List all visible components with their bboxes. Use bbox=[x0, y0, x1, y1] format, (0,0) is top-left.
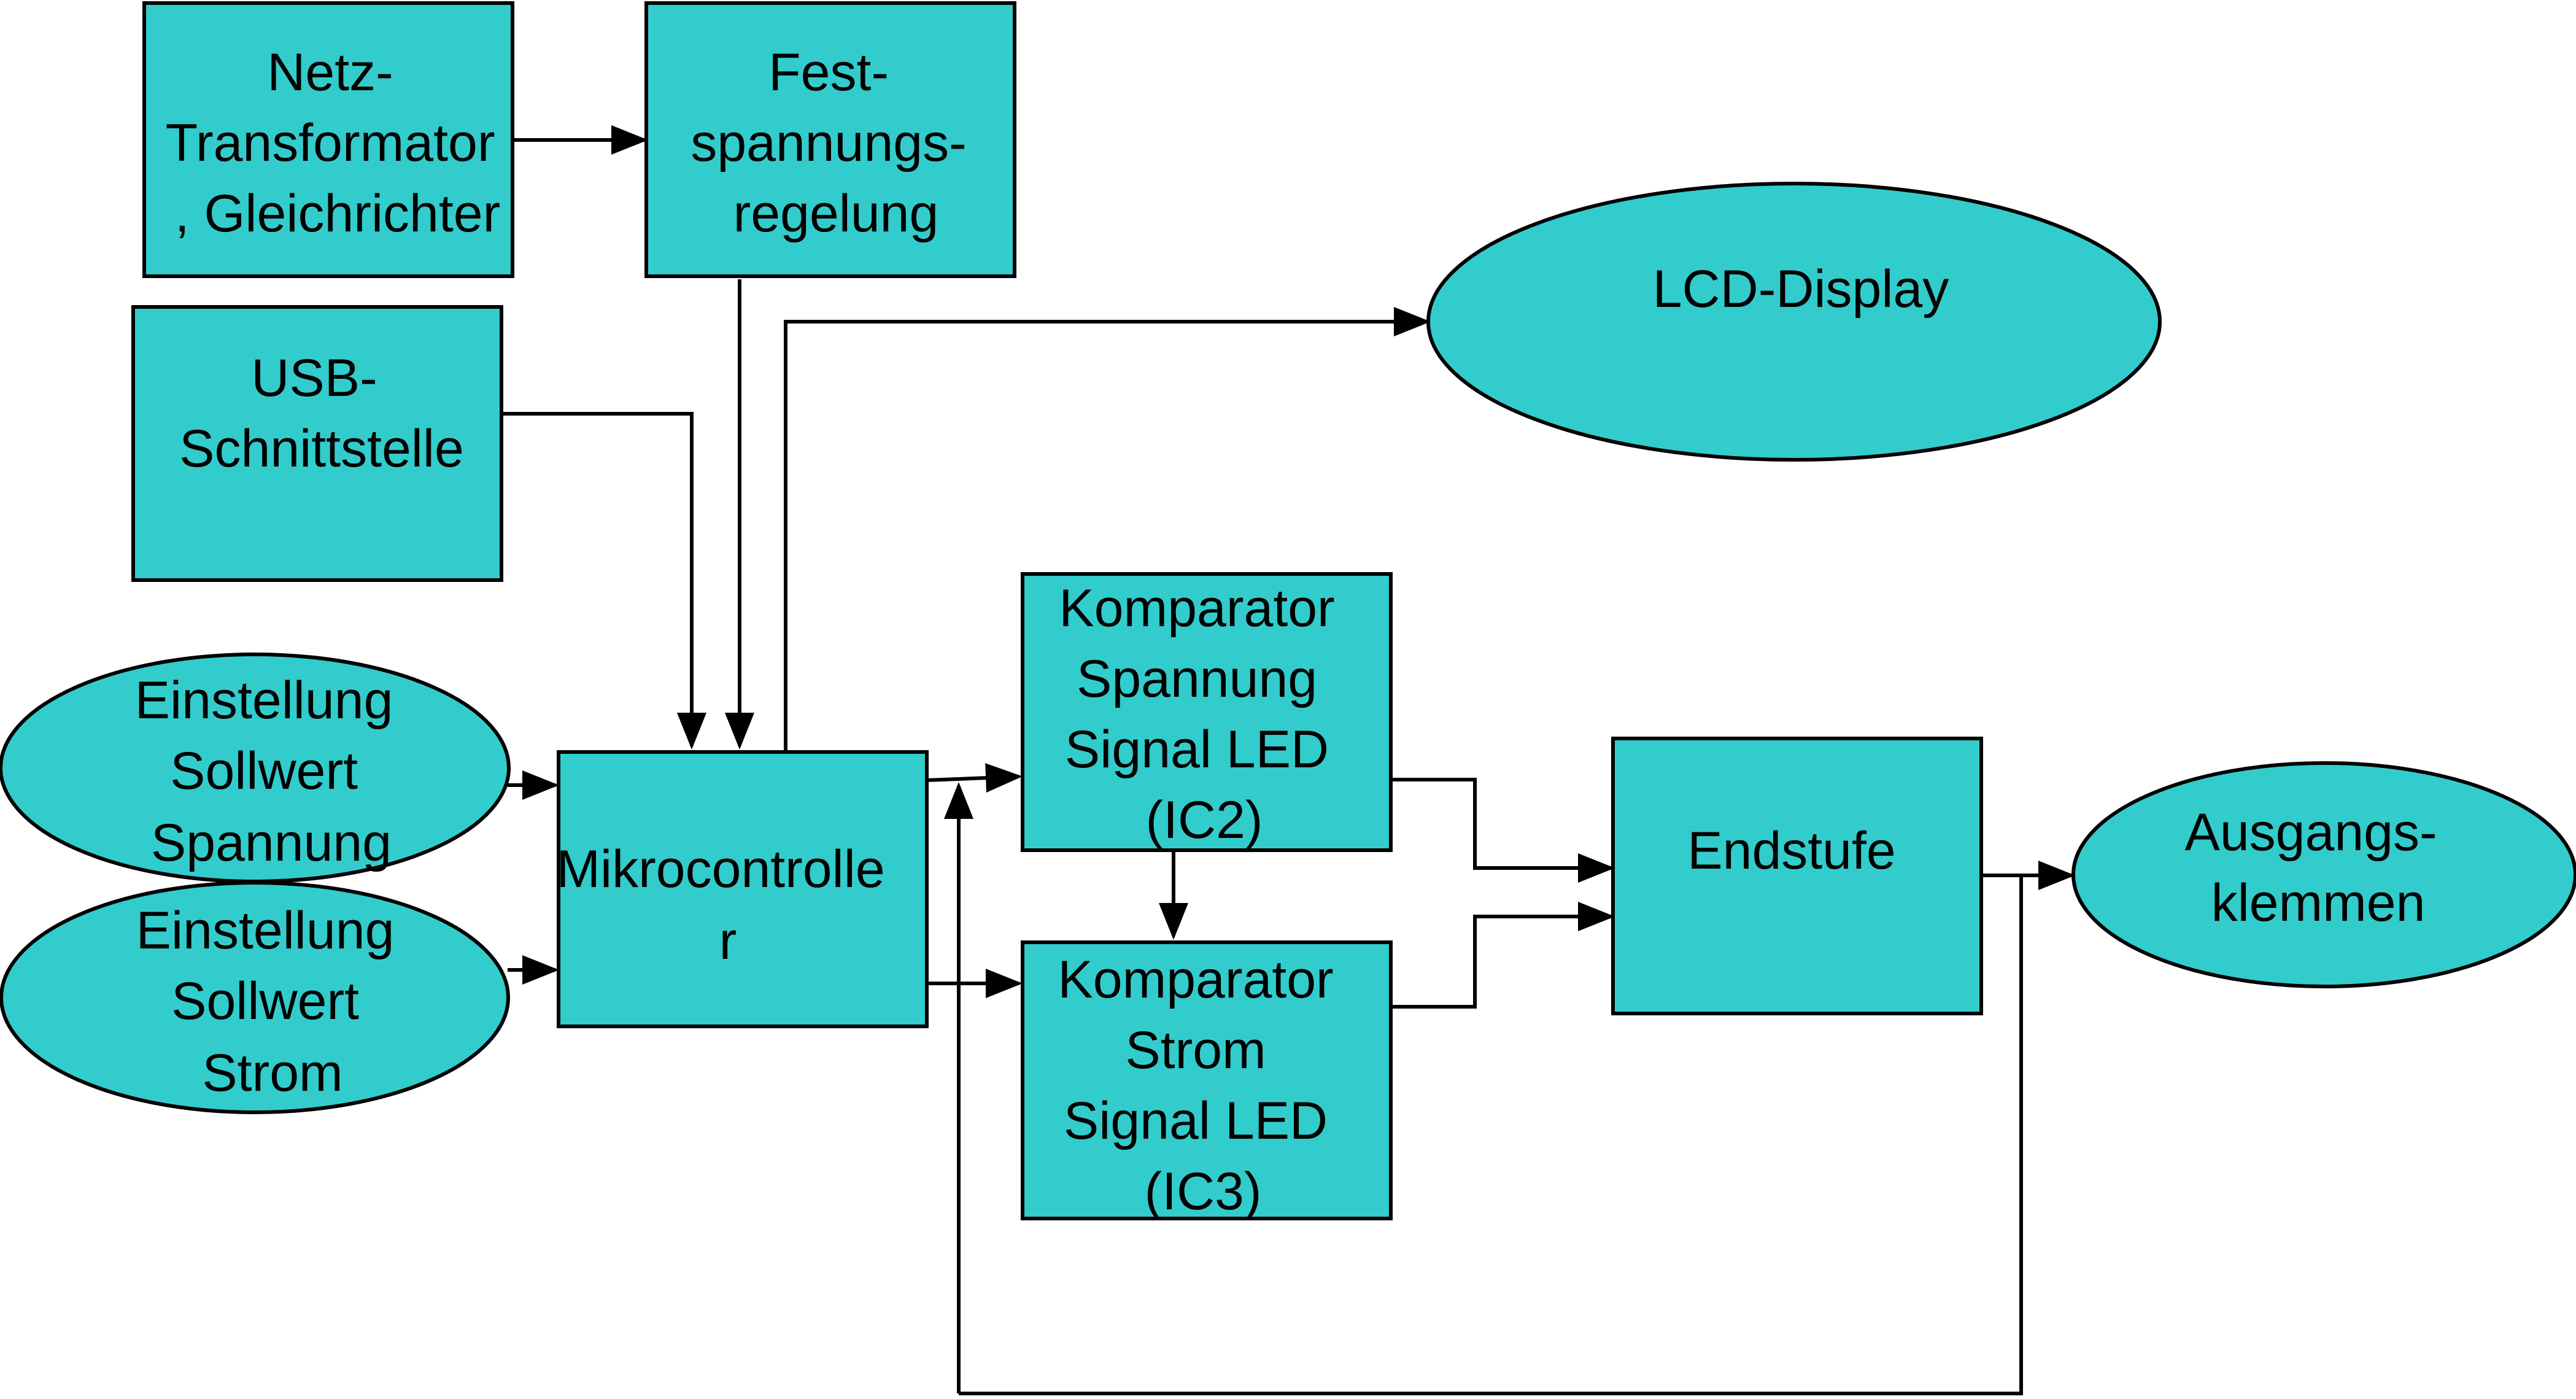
node-fest-label: Fest- spannungs- regelung bbox=[690, 43, 981, 243]
node-komparator-strom-label: Komparator Strom Signal LED (IC3) bbox=[1058, 950, 1348, 1221]
node-komparator-strom: Komparator Strom Signal LED (IC3) bbox=[1021, 940, 1393, 1221]
node-lcd-display: LCD-Display bbox=[1426, 182, 2162, 462]
node-komparator-spannung-box bbox=[1021, 572, 1393, 852]
node-mikrocontroller: Mikrocontrolle r bbox=[556, 750, 929, 1028]
node-usb-label: USB- Schnittstelle bbox=[179, 349, 464, 478]
edge-mikrocontroller-to-komparator-spannung bbox=[926, 763, 1023, 793]
node-komparator-strom-box bbox=[1021, 940, 1393, 1220]
node-einstellung-strom-ellipse bbox=[0, 881, 510, 1114]
node-ausgang-label: Ausgangs- klemmen bbox=[2184, 803, 2451, 932]
node-mikrocontroller-label: Mikrocontrolle r bbox=[556, 840, 899, 971]
node-endstufe: Endstufe bbox=[1611, 737, 1983, 1015]
connectors bbox=[501, 125, 2075, 1395]
node-netz-transformator: Netz- Transformator , Gleichrichter bbox=[142, 1, 514, 278]
node-komparator-spannung: Komparator Spannung Signal LED (IC2) bbox=[1021, 572, 1393, 852]
node-endstufe-box bbox=[1611, 737, 1983, 1015]
node-netz-box bbox=[142, 1, 514, 278]
node-netz-label: Netz- Transformator , Gleichrichter bbox=[166, 43, 510, 243]
node-ausgang-ellipse bbox=[2071, 761, 2576, 988]
node-komparator-spannung-label: Komparator Spannung Signal LED (IC2) bbox=[1059, 579, 1349, 850]
node-usb-schnittstelle: USB- Schnittstelle bbox=[131, 305, 503, 582]
node-einstellung-spannung-label: Einstellung Sollwert Spannung bbox=[135, 671, 408, 872]
node-lcd-label: LCD-Display bbox=[1653, 260, 1949, 319]
edge-feedback-line bbox=[959, 874, 2023, 1395]
node-fest-box bbox=[644, 1, 1016, 278]
node-einstellung-strom-label: Einstellung Sollwert Strom bbox=[136, 901, 409, 1103]
node-einstellung-sollwert-strom: Einstellung Sollwert Strom bbox=[0, 881, 510, 1114]
edge-usb-to-mikrocontroller bbox=[501, 412, 706, 750]
node-endstufe-label: Endstufe bbox=[1687, 821, 1895, 880]
node-festspannungsregelung: Fest- spannungs- regelung bbox=[644, 1, 1016, 278]
edge-komparator-spannung-to-endstufe bbox=[1391, 778, 1615, 883]
node-einstellung-sollwert-spannung: Einstellung Sollwert Spannung bbox=[0, 653, 511, 883]
edge-mikrocontroller-to-lcd bbox=[784, 307, 1431, 752]
node-ausgangsklemmen: Ausgangs- klemmen bbox=[2071, 761, 2576, 988]
node-mikrocontroller-box bbox=[557, 750, 929, 1028]
edge-komparator-strom-to-endstufe bbox=[1391, 902, 1615, 1009]
node-usb-box bbox=[131, 305, 503, 582]
node-lcd-ellipse bbox=[1426, 182, 2162, 462]
